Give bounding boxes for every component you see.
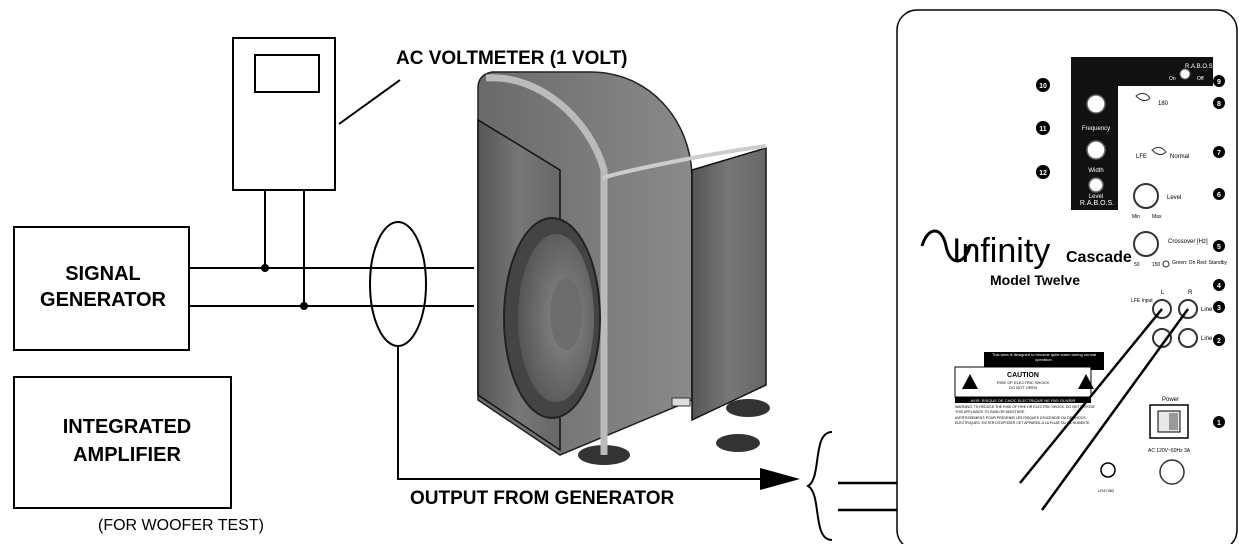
product-name: Cascade: [1066, 249, 1132, 266]
width-knob[interactable]: [1086, 140, 1106, 160]
signal-generator-label-line2: GENERATOR: [40, 289, 166, 311]
input-r-label: R: [1188, 290, 1193, 296]
warning-text: WARNING: TO REDUCE THE RISK OF FIRE OR E…: [955, 405, 1095, 414]
level-label: Level: [1167, 195, 1181, 201]
callout-11: 11: [1039, 126, 1047, 133]
rear-panel: R.A.B.O.S. R.A.B.O.S. On Off Frequency W…: [896, 9, 1238, 544]
level-max-label: Max: [1152, 214, 1162, 220]
line-in-label: Line In: [1201, 307, 1219, 313]
callout-10: 10: [1039, 83, 1047, 90]
power-led: [1162, 260, 1170, 268]
crossover-min-label: 50: [1134, 262, 1140, 268]
width-label: Width: [1088, 168, 1103, 174]
callout-1: 1: [1217, 420, 1221, 427]
raboss-off-label: Off: [1197, 76, 1204, 82]
csa-certification-icon: [1100, 462, 1116, 478]
exclamation-warning-icon: [1078, 374, 1094, 389]
integrated-amplifier: INTEGRATED AMPLIFIER: [13, 376, 232, 509]
frequency-label: Frequency: [1082, 126, 1110, 132]
csa-label: LR47482: [1098, 488, 1115, 493]
voltmeter-label: AC VOLTMETER (1 VOLT): [396, 48, 628, 69]
power-label: Power: [1162, 397, 1179, 403]
junction-dot: [300, 302, 308, 310]
output-tap-loop: [369, 221, 427, 347]
caution-line2: DO NOT OPEN: [1009, 385, 1037, 390]
lightning-warning-icon: [962, 374, 978, 389]
callout-12: 12: [1039, 170, 1047, 177]
crossover-max-label: 150: [1152, 262, 1161, 268]
power-cord-inlet[interactable]: [1159, 459, 1185, 485]
line-out-label: Line Out: [1201, 336, 1224, 342]
polarity-switch[interactable]: [1135, 92, 1151, 102]
output-arrow-head: [760, 468, 800, 490]
brace: [805, 431, 833, 541]
power-rating: AC 120V~60Hz 3A: [1148, 448, 1191, 454]
wire-to-left-input: [1019, 308, 1163, 484]
warm-area-text: This area is designed to become quite wa…: [991, 353, 1097, 362]
signal-generator: SIGNAL GENERATOR: [13, 226, 190, 351]
voltmeter-leader-line: [338, 79, 401, 125]
crossover-label: Crossover [Hz]: [1168, 239, 1208, 245]
callout-8: 8: [1217, 101, 1221, 108]
raboss-level-knob[interactable]: [1088, 177, 1104, 193]
subwoofer-cabinet: [477, 71, 770, 465]
amplifier-label-line2: AMPLIFIER: [73, 444, 181, 466]
brand-name: Infinity: [952, 232, 1050, 270]
caution-line1: RISK OF ELECTRIC SHOCK: [997, 380, 1050, 385]
voltmeter-display: [254, 54, 320, 93]
junction-dot: [261, 264, 269, 272]
led-label: Green: On Red: Standby: [1172, 260, 1228, 266]
polarity-label: 180: [1158, 101, 1169, 107]
level-min-label: Min: [1132, 214, 1140, 220]
signal-generator-label-line1: SIGNAL: [65, 263, 141, 285]
ac-voltmeter: AC VOLTMETER (1 VOLT): [232, 37, 628, 191]
caution-french: AVIS: RISQUE DE CHOC ELECTRIQUE NE PAS O…: [971, 398, 1076, 403]
infinity-logo: Infinity: [920, 229, 1050, 270]
callout-numbers: 1 2 3 4 5 6 7 8 9 10 11 12: [1036, 75, 1225, 428]
frequency-knob[interactable]: [1086, 94, 1106, 114]
warm-area-label-box: [984, 352, 1104, 370]
amplifier-label-line1: INTEGRATED: [63, 416, 192, 438]
raboss-switch-label: R.A.B.O.S.: [1185, 64, 1215, 70]
callout-7: 7: [1217, 150, 1221, 157]
lfe-switch-label: LFE: [1136, 154, 1147, 160]
raboss-level-label: Level: [1089, 194, 1103, 200]
callout-3: 3: [1217, 305, 1221, 312]
cabinet-badge: [671, 397, 691, 407]
model-name: Model Twelve: [990, 272, 1080, 288]
raboss-on-label: On: [1169, 76, 1176, 82]
normal-switch-label: Normal: [1170, 154, 1189, 160]
callout-2: 2: [1217, 338, 1221, 345]
output-from-generator-label: OUTPUT FROM GENERATOR: [410, 488, 675, 509]
raboss-toggle-switch[interactable]: [1179, 68, 1191, 80]
signal-wires: [189, 190, 760, 480]
callout-9: 9: [1217, 79, 1221, 86]
wire-to-right-input: [1040, 308, 1190, 511]
lfe-normal-switch[interactable]: [1151, 146, 1167, 156]
raboss-module: R.A.B.O.S. R.A.B.O.S. On Off Frequency W…: [1071, 57, 1215, 210]
callout-6: 6: [1217, 192, 1221, 199]
caution-label: [954, 366, 1092, 398]
level-knob[interactable]: [1133, 183, 1159, 209]
caution-title: CAUTION: [1007, 372, 1039, 379]
callout-5: 5: [1217, 244, 1221, 251]
avertissement-text: AVERTISSEMENT: POUR PREVENIR LES RISQUES…: [955, 416, 1091, 425]
line-out-right-jack[interactable]: [1178, 328, 1198, 348]
raboss-label: R.A.B.O.S.: [1080, 200, 1114, 207]
callout-4: 4: [1217, 283, 1221, 290]
crossover-knob[interactable]: [1133, 231, 1159, 257]
lfe-input-label: LFE Input: [1131, 298, 1153, 304]
line-out-left-jack[interactable]: [1152, 328, 1172, 348]
woofer-test-note: (FOR WOOFER TEST): [98, 517, 264, 534]
input-l-label: L: [1161, 290, 1165, 296]
